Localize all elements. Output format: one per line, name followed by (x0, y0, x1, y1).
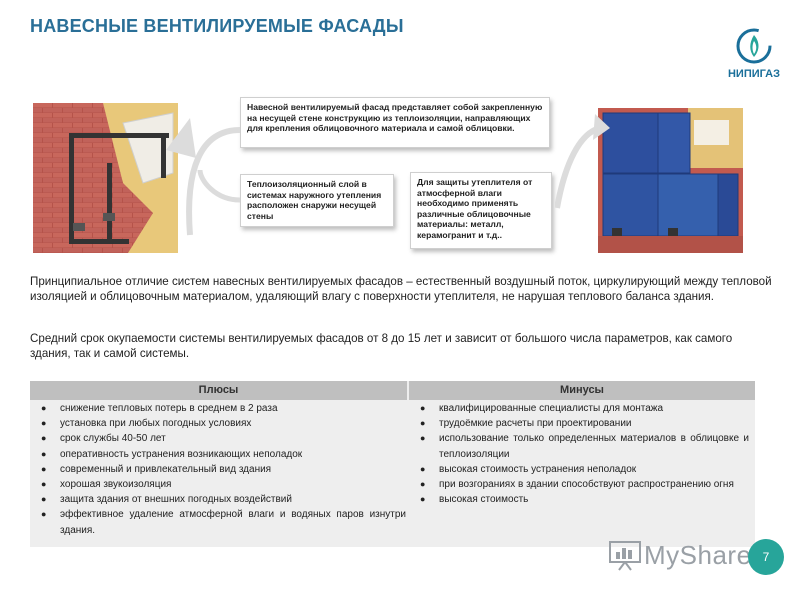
bullet-icon: ● (41, 479, 47, 490)
bullet-icon: ● (41, 403, 47, 413)
company-logo: НИПИГАЗ (714, 26, 794, 88)
bullet-icon: ● (420, 403, 426, 413)
principle-paragraph: Принципиальное отличие систем навесных в… (30, 275, 772, 303)
page-title: НАВЕСНЫЕ ВЕНТИЛИРУЕМЫЕ ФАСАДЫ (30, 16, 404, 36)
blue-panel-facade-image (598, 108, 743, 253)
bullet-icon: ● (420, 463, 426, 474)
pros-item: ●оперативность устранения возникающих не… (34, 447, 406, 462)
cons-item: ●при возгораниях в здании способствуют р… (413, 477, 749, 492)
pros-item: ●установка при любых погодных условиях (34, 416, 406, 431)
cons-item: ●использование только определенных матер… (420, 433, 749, 460)
pros-item: ●эффективное удаление атмосферной влаги … (41, 509, 406, 536)
presentation-screen-icon (609, 541, 641, 571)
bullet-icon: ● (420, 433, 426, 444)
pros-item: ●срок службы 40-50 лет (34, 431, 406, 446)
gas-flame-icon (736, 28, 772, 64)
bullet-icon: ● (420, 494, 426, 505)
cons-header: Минусы (409, 381, 755, 400)
logo-text: НИПИГАЗ (727, 68, 781, 80)
brick-wall-facade-image (33, 103, 178, 253)
bullet-icon: ● (41, 418, 47, 429)
pros-column: ●снижение тепловых потерь в среднем в 2 … (34, 401, 406, 538)
bullet-icon: ● (41, 433, 47, 444)
page-number-badge: 7 (748, 539, 784, 575)
pros-item: ●защита здания от внешних погодных возде… (34, 492, 406, 507)
bullet-icon: ● (41, 494, 47, 505)
bullet-icon: ● (420, 479, 426, 490)
cons-item: ●квалифицированные специалисты для монта… (413, 401, 749, 416)
bullet-icon: ● (420, 418, 426, 429)
pros-item: ●современный и привлекательный вид здани… (34, 462, 406, 477)
myshared-watermark: MyShared (604, 536, 794, 576)
watermark-text: MyShared (644, 540, 767, 570)
right-curved-arrow-icon (555, 114, 610, 209)
bullet-icon: ● (41, 509, 47, 520)
cladding-materials-callout: Для защиты утеплителя от атмосферной вла… (410, 172, 552, 249)
payback-paragraph: Средний срок окупаемости системы вентили… (30, 332, 733, 360)
cons-item: ●высокая стоимость устранения неполадок (413, 462, 749, 477)
left-curved-arrow-icon (166, 118, 241, 236)
pros-header: Плюсы (30, 381, 407, 400)
cons-column: ●квалифицированные специалисты для монта… (413, 401, 749, 507)
facade-definition-callout: Навесной вентилируемый фасад представляе… (240, 97, 550, 148)
pros-item: ●снижение тепловых потерь в среднем в 2 … (34, 401, 406, 416)
bullet-icon: ● (41, 448, 47, 459)
insulation-layer-callout: Теплоизоляционный слой в системах наружн… (240, 174, 394, 227)
cons-item: ●трудоёмкие расчеты при проектировании (413, 416, 749, 431)
pros-item: ●хорошая звукоизоляция (34, 477, 406, 492)
cons-item: ●высокая стоимость (413, 492, 749, 507)
pros-cons-table: Плюсы Минусы ●снижение тепловых потерь в… (30, 381, 755, 547)
bullet-icon: ● (41, 463, 47, 474)
